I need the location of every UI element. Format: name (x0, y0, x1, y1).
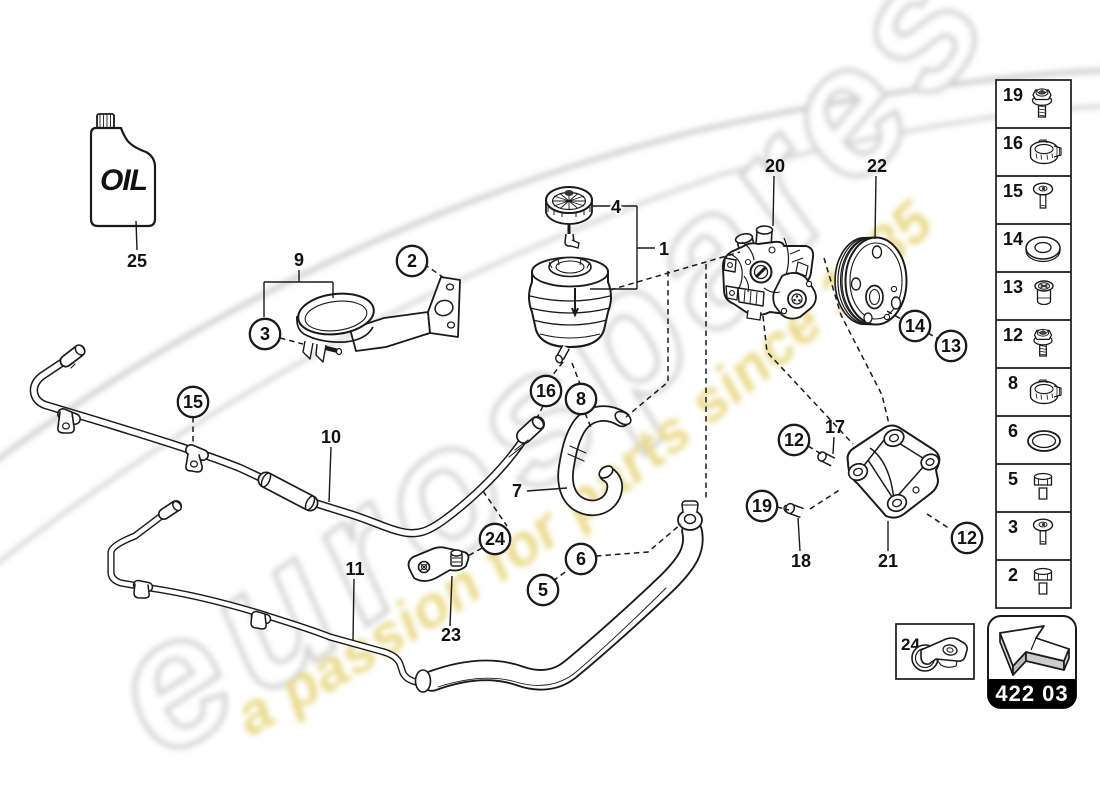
svg-text:19: 19 (1003, 85, 1023, 105)
svg-text:11: 11 (345, 559, 364, 579)
svg-text:8: 8 (1008, 373, 1018, 393)
svg-text:13: 13 (941, 336, 961, 356)
svg-text:18: 18 (791, 551, 811, 571)
svg-text:6: 6 (576, 549, 586, 569)
svg-text:17: 17 (825, 417, 845, 437)
svg-text:9: 9 (294, 250, 304, 270)
svg-text:14: 14 (1003, 229, 1023, 249)
svg-text:25: 25 (127, 251, 147, 271)
svg-text:16: 16 (1003, 133, 1023, 153)
svg-text:5: 5 (1008, 469, 1018, 489)
svg-text:1: 1 (659, 239, 669, 259)
svg-text:24: 24 (485, 529, 505, 549)
svg-text:6: 6 (1008, 421, 1018, 441)
svg-text:16: 16 (536, 381, 556, 401)
svg-text:14: 14 (905, 316, 925, 336)
svg-text:15: 15 (1003, 181, 1023, 201)
svg-text:22: 22 (867, 156, 887, 176)
svg-text:2: 2 (407, 251, 417, 271)
svg-text:12: 12 (957, 528, 977, 548)
svg-text:3: 3 (260, 324, 270, 344)
svg-text:12: 12 (1003, 325, 1023, 345)
svg-text:3: 3 (1008, 517, 1018, 537)
svg-text:23: 23 (441, 625, 461, 645)
svg-text:4: 4 (611, 197, 621, 217)
svg-text:12: 12 (784, 430, 804, 450)
svg-text:OIL: OIL (100, 164, 147, 197)
svg-text:20: 20 (765, 156, 785, 176)
svg-text:2: 2 (1008, 565, 1018, 585)
svg-text:7: 7 (512, 481, 522, 501)
svg-text:8: 8 (576, 389, 586, 409)
svg-text:15: 15 (183, 392, 203, 412)
svg-text:422 03: 422 03 (995, 681, 1068, 706)
svg-text:19: 19 (752, 496, 772, 516)
svg-text:10: 10 (321, 427, 341, 447)
svg-text:13: 13 (1003, 277, 1023, 297)
svg-text:21: 21 (878, 551, 898, 571)
svg-text:5: 5 (538, 580, 548, 600)
